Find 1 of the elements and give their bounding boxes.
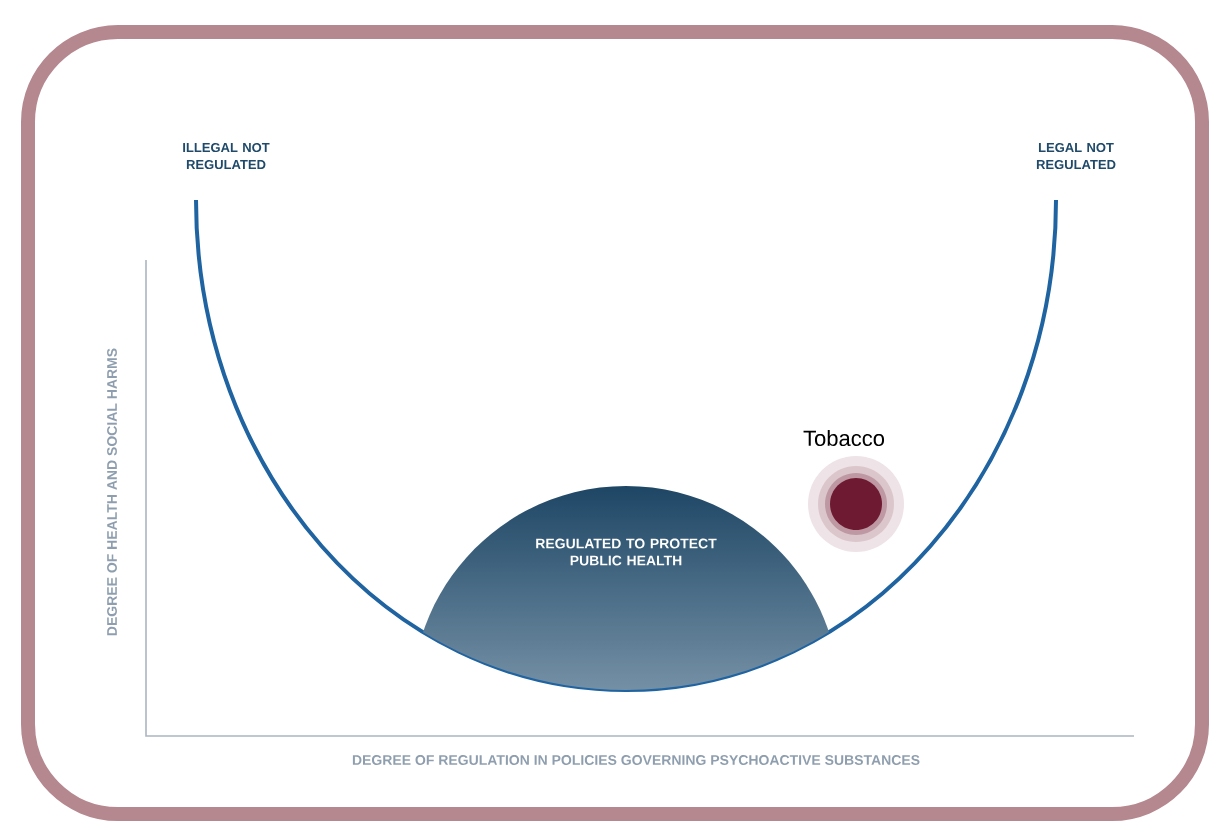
node-label: Tobacco: [803, 429, 885, 447]
